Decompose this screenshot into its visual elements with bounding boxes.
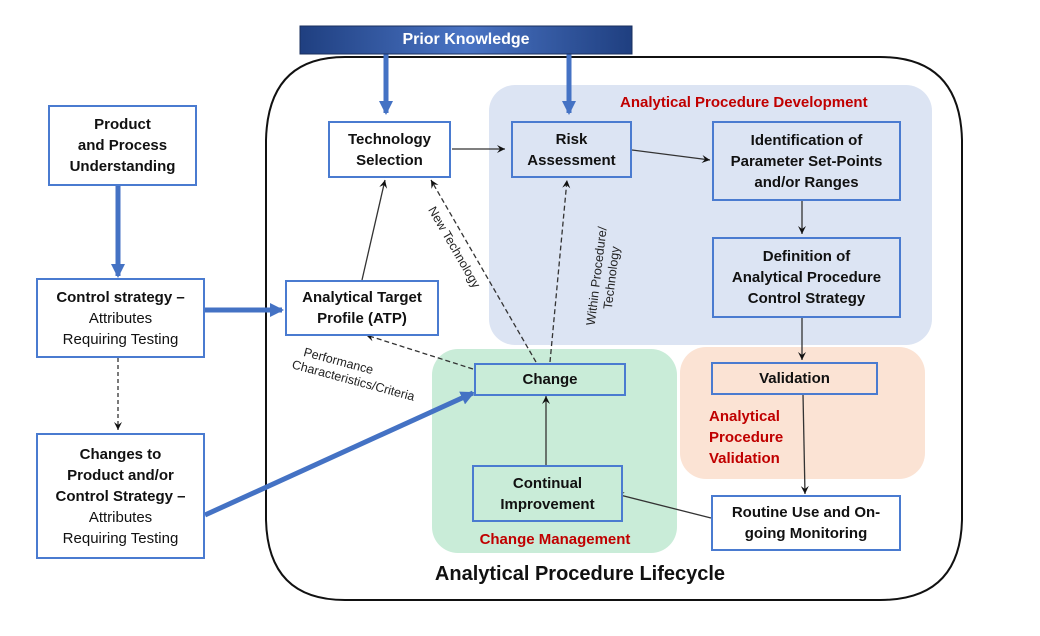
risk-assessment-box[interactable]: Risk Assessment bbox=[511, 121, 632, 178]
prior-knowledge-label: Prior Knowledge bbox=[402, 31, 530, 48]
box-line: Selection bbox=[356, 151, 423, 169]
validation-box[interactable]: Validation bbox=[711, 362, 878, 395]
atp-to-technology-arrow bbox=[361, 179, 388, 281]
box-line: Parameter Set-Points bbox=[730, 152, 883, 170]
validation-label-line: Procedure bbox=[709, 429, 784, 446]
technology-selection-box[interactable]: Technology Selection bbox=[328, 121, 451, 178]
box-line: going Monitoring bbox=[744, 525, 868, 542]
box-line: Analytical Procedure bbox=[731, 269, 882, 286]
validation-label-line: Analytical bbox=[709, 408, 780, 425]
box-line: Product bbox=[94, 116, 151, 133]
risk-to-identification-arrow bbox=[631, 149, 711, 163]
change-to-atp-dashed-arrow bbox=[365, 333, 474, 370]
box-line: Continual bbox=[512, 474, 583, 492]
box-line: Technology bbox=[347, 130, 432, 148]
change-to-technology-dashed-arrow bbox=[430, 179, 537, 363]
product-process-understanding-box[interactable]: Product and Process Understanding bbox=[48, 105, 197, 186]
box-line: Control Strategy bbox=[747, 290, 866, 307]
control-strategy-box[interactable]: Control strategy – Attributes Requiring … bbox=[36, 278, 205, 358]
box-line: Changes to bbox=[79, 445, 162, 463]
box-line: Risk bbox=[555, 130, 588, 148]
box-line: Understanding bbox=[69, 158, 176, 175]
routine-to-continual-arrow bbox=[615, 492, 712, 519]
box-line: Control Strategy – bbox=[55, 487, 186, 505]
box-line: Control strategy – bbox=[56, 288, 185, 306]
box-line: Definition of bbox=[762, 248, 851, 265]
box-line: Change bbox=[522, 371, 578, 388]
definition-box[interactable]: Definition of Analytical Procedure Contr… bbox=[712, 237, 901, 318]
validation-region-label: Analytical Procedure Validation bbox=[709, 406, 783, 469]
box-line: Requiring Testing bbox=[62, 529, 179, 547]
box-line: and Process bbox=[77, 137, 168, 154]
box-line: Profile (ATP) bbox=[317, 310, 407, 327]
box-line: Identification of bbox=[750, 131, 863, 149]
box-line: Routine Use and On- bbox=[731, 504, 881, 521]
routine-use-box[interactable]: Routine Use and On- going Monitoring bbox=[711, 495, 901, 551]
change-management-label: Change Management bbox=[479, 531, 631, 548]
lifecycle-title: Analytical Procedure Lifecycle bbox=[434, 563, 726, 585]
box-line: Attributes bbox=[88, 508, 153, 526]
atp-box[interactable]: Analytical Target Profile (ATP) bbox=[285, 280, 439, 336]
box-line: Analytical Target bbox=[302, 289, 422, 306]
box-line: Assessment bbox=[527, 151, 616, 169]
box-line: Attributes bbox=[88, 309, 153, 327]
development-region-label: Analytical Procedure Development bbox=[620, 94, 868, 111]
box-line: Product and/or bbox=[67, 466, 174, 484]
changes-to-product-box[interactable]: Changes to Product and/or Control Strate… bbox=[36, 433, 205, 559]
lifecycle-boundary bbox=[265, 56, 963, 601]
box-line: Validation bbox=[759, 370, 830, 387]
change-to-risk-dashed-arrow bbox=[549, 179, 571, 363]
continual-improvement-box[interactable]: Continual Improvement bbox=[472, 465, 623, 522]
validation-to-routine-arrow bbox=[800, 393, 809, 495]
box-line: Improvement bbox=[500, 495, 595, 513]
validation-label-line: Validation bbox=[709, 450, 780, 467]
change-box[interactable]: Change bbox=[474, 363, 626, 396]
box-line: Requiring Testing bbox=[62, 330, 179, 348]
identification-box[interactable]: Identification of Parameter Set-Points a… bbox=[712, 121, 901, 201]
prior-knowledge-bar bbox=[299, 25, 633, 55]
box-line: and/or Ranges bbox=[754, 173, 859, 191]
changes-to-change-arrow bbox=[203, 390, 475, 518]
